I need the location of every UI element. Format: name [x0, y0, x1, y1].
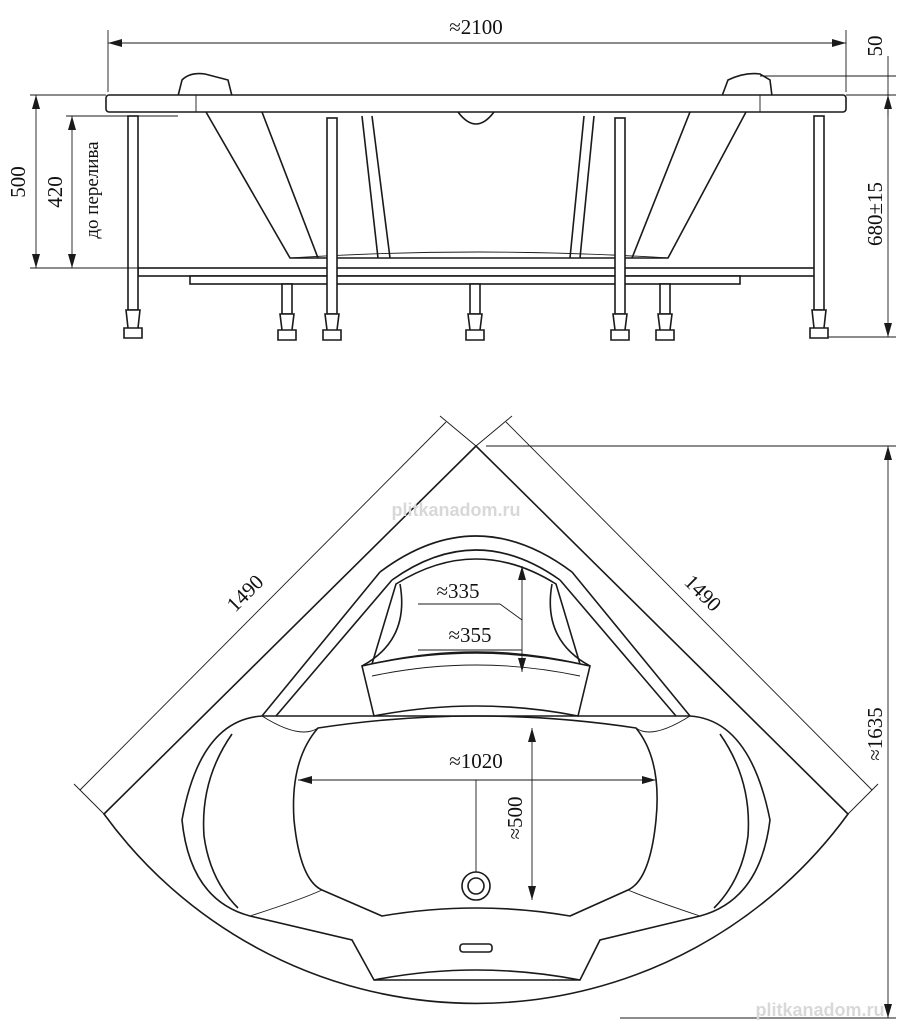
- dim-basin-width: [298, 776, 656, 784]
- headrest-pillow: [361, 652, 591, 717]
- shell-rib-left2: [371, 115, 391, 259]
- watermark-bottom: plitkanadom.ru: [755, 1000, 884, 1020]
- seat-left-curve: [361, 583, 403, 667]
- head-arch-inner: [391, 549, 561, 581]
- basin-step-left-low: [249, 889, 323, 917]
- dim-height: [30, 94, 138, 269]
- basin-step-right-low: [627, 889, 701, 917]
- dim-basin-depth: [475, 728, 536, 900]
- label-rim: 50: [863, 36, 887, 57]
- frame-rail-lower: [189, 275, 741, 285]
- overflow-plate: [459, 943, 493, 953]
- foot-1: [123, 309, 143, 339]
- seat-right-edge: [571, 571, 691, 717]
- left-headrest: [176, 72, 234, 97]
- label-width: ≈2100: [449, 15, 503, 39]
- frame-rail-upper: [137, 267, 819, 277]
- label-basin-width: ≈1020: [449, 749, 503, 773]
- basin-step-right: [635, 715, 691, 733]
- right-headrest: [720, 72, 773, 97]
- leg-2: [326, 117, 338, 315]
- side-view: ≈2100 50 680±15 500 420 д: [6, 15, 896, 341]
- foot-3: [610, 313, 630, 341]
- armrest-left: [202, 733, 239, 909]
- shell-bottom: [289, 251, 669, 259]
- basin-rim: [181, 715, 771, 981]
- foot-7: [655, 313, 675, 341]
- foot-6: [465, 313, 485, 341]
- label-overflow-height: 420: [43, 176, 67, 208]
- head-arch-outer: [379, 535, 573, 573]
- drain-inner: [467, 877, 485, 895]
- front-lip: [373, 969, 581, 981]
- dim-headrest: [418, 566, 526, 672]
- label-left-side: 1490: [222, 570, 269, 617]
- label-legs: 680±15: [863, 182, 887, 246]
- rim: [105, 94, 847, 113]
- leg-3: [614, 117, 626, 315]
- label-basin-depth: ≈500: [503, 796, 527, 839]
- dim-overflow: [66, 115, 178, 268]
- label-height: 500: [6, 166, 30, 198]
- shell-seam-left: [261, 111, 319, 259]
- foot-2: [322, 313, 342, 341]
- label-diagonal: ≈1635: [863, 707, 887, 761]
- dim-legs: [828, 95, 896, 338]
- label-headrest-outer: ≈355: [448, 623, 491, 647]
- seat-right-inner: [559, 579, 677, 717]
- seat-right-curve: [549, 583, 591, 667]
- overflow-drain: [457, 111, 495, 125]
- shell-rib-right2: [579, 115, 595, 259]
- foot-4: [809, 309, 829, 339]
- seat-left-inner: [275, 579, 393, 717]
- headrest-line: [371, 664, 581, 677]
- watermark-top: plitkanadom.ru: [391, 500, 520, 520]
- label-overflow-note: до перелива: [82, 141, 103, 239]
- dim-width: [107, 30, 847, 92]
- dim-right-side: [475, 415, 879, 815]
- leg-4: [813, 115, 825, 311]
- seat-left-edge: [261, 571, 381, 717]
- leg-6: [469, 283, 481, 315]
- label-headrest-inner: ≈335: [436, 579, 479, 603]
- label-right-side: 1490: [680, 570, 727, 617]
- basin-step-left: [261, 715, 319, 733]
- tub-outline: [102, 444, 850, 1005]
- foot-5: [277, 313, 297, 341]
- shell-seam-right: [631, 111, 691, 259]
- armrest-right: [713, 733, 750, 909]
- adjustable-feet: [123, 309, 829, 341]
- leg-1: [127, 115, 139, 311]
- leg-5: [281, 283, 293, 315]
- leg-7: [659, 283, 671, 315]
- dim-diagonal: [486, 445, 896, 1019]
- shell-outer: [205, 111, 747, 259]
- shell-rib-left: [361, 115, 379, 259]
- head-recess: [370, 558, 582, 666]
- shell-rib-right: [569, 115, 585, 259]
- dim-left-side: [73, 415, 477, 815]
